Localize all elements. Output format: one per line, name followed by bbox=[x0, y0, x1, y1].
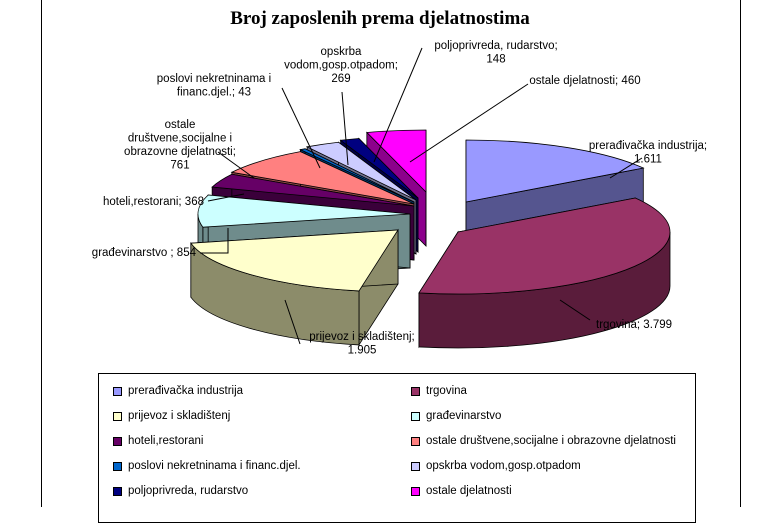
legend-item: prijevoz i skladištenj bbox=[113, 408, 230, 424]
legend-swatch bbox=[113, 486, 122, 496]
legend-item: poljoprivreda, rudarstvo bbox=[113, 483, 248, 499]
legend-label: poslovi nekretninama i financ.djel. bbox=[128, 460, 301, 472]
legend-label: poljoprivreda, rudarstvo bbox=[128, 485, 249, 497]
legend-swatch bbox=[113, 411, 122, 421]
pie-chart: prerađivačka industrija;1.611 trgovina; 3… bbox=[92, 40, 707, 357]
data-label-3: prijevoz i skladištenj;1.905 bbox=[309, 331, 414, 357]
leader-line-4 bbox=[200, 228, 229, 254]
legend-swatch bbox=[113, 386, 122, 396]
chart-frame bbox=[41, 0, 741, 507]
pie-slice-3 bbox=[190, 228, 399, 347]
legend-label: trgovina bbox=[426, 385, 467, 397]
legend-item: opskrba vodom,gosp.otpadom bbox=[411, 458, 581, 474]
leader-line-7 bbox=[281, 87, 321, 169]
data-label-9: poljoprivreda, rudarstvo;148 bbox=[434, 40, 557, 66]
legend-label: prijevoz i skladištenj bbox=[128, 410, 231, 422]
legend-swatch bbox=[411, 486, 420, 496]
legend-swatch bbox=[411, 386, 420, 396]
leader-line-6 bbox=[217, 151, 255, 179]
leader-line-3 bbox=[284, 299, 301, 345]
leader-line-8 bbox=[341, 91, 349, 166]
legend-swatch bbox=[411, 461, 420, 471]
legend-item: građevinarstvo bbox=[411, 408, 501, 424]
legend-label: ostale djelatnosti bbox=[426, 485, 512, 497]
data-label-10: ostale djelatnosti; 460 bbox=[529, 75, 640, 87]
legend-swatch bbox=[411, 436, 420, 446]
legend-swatch bbox=[113, 436, 122, 446]
legend-label: građevinarstvo bbox=[426, 410, 502, 422]
leader-line-5 bbox=[207, 193, 245, 202]
data-label-4: građevinarstvo ; 854 bbox=[92, 247, 197, 259]
legend-item: hoteli,restorani bbox=[113, 433, 203, 449]
legend-label: prerađivačka industrija bbox=[128, 385, 244, 397]
legend-swatch bbox=[113, 461, 122, 471]
legend-item: poslovi nekretninama i financ.djel. bbox=[113, 458, 301, 474]
data-label-5: hoteli,restorani; 368 bbox=[103, 196, 204, 208]
chart-title: Broj zaposlenih prema djelatnostima bbox=[230, 8, 530, 29]
chart-legend: prerađivačka industrija trgovina prijevoz … bbox=[98, 373, 696, 523]
legend-item: trgovina bbox=[411, 383, 467, 399]
legend-label: hoteli,restorani bbox=[128, 435, 204, 447]
legend-item: prerađivačka industrija bbox=[113, 383, 243, 399]
leader-line-2 bbox=[559, 299, 591, 321]
leader-line-9 bbox=[373, 47, 423, 163]
legend-label: ostale društvene,socijalne i obrazovne d… bbox=[426, 435, 676, 447]
pie-slice-2 bbox=[418, 197, 671, 349]
data-label-2: trgovina; 3.799 bbox=[596, 319, 672, 331]
legend-item: ostale društvene,socijalne i obrazovne d… bbox=[411, 433, 676, 449]
data-label-1: prerađivačka industrija;1.611 bbox=[589, 140, 707, 166]
legend-label: opskrba vodom,gosp.otpadom bbox=[426, 460, 581, 472]
leader-line-10 bbox=[409, 83, 529, 163]
legend-swatch bbox=[411, 411, 420, 421]
leader-line-1 bbox=[609, 157, 643, 179]
legend-item: ostale djelatnosti bbox=[411, 483, 512, 499]
